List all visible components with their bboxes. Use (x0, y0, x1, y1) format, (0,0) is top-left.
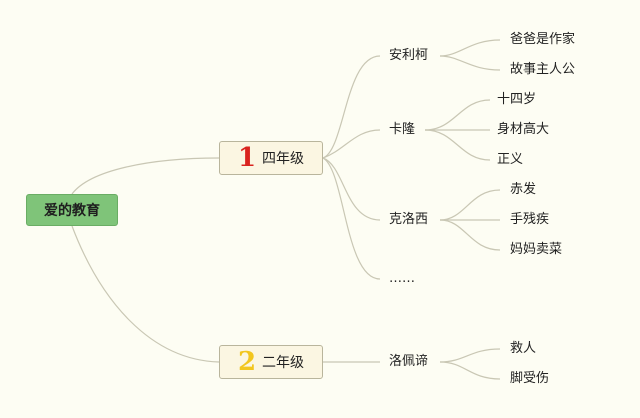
trait-node[interactable]: 正义 (497, 152, 524, 167)
connector-grade1-ch3 (322, 157, 381, 221)
connector-ch5-t2 (439, 361, 501, 380)
trait-node[interactable]: 手残疾 (510, 212, 550, 227)
root-node[interactable]: 爱的教育 (26, 194, 118, 226)
connector-ch2-t1 (424, 99, 491, 131)
trait-node[interactable]: 赤发 (510, 182, 537, 197)
trait-node[interactable]: 救人 (510, 341, 537, 356)
grade-label-1: 四年级 (262, 151, 305, 167)
connector-grade1-ch4 (322, 157, 381, 280)
grade-label-2: 二年级 (262, 355, 305, 371)
trait-node[interactable]: 身材高大 (497, 122, 550, 137)
character-node[interactable]: …… (389, 271, 415, 286)
connector-ch5-t1 (439, 348, 501, 363)
connector-root-grade-1 (71, 157, 220, 195)
connector-ch2-t3 (424, 129, 491, 161)
trait-node[interactable]: 故事主人公 (510, 62, 576, 77)
connector-root-grade-2 (71, 225, 220, 363)
connector-ch3-t1 (439, 189, 501, 221)
character-node[interactable]: 卡隆 (389, 122, 416, 137)
root-label: 爱的教育 (44, 203, 100, 219)
connector-ch1-t1 (439, 39, 501, 57)
grade-numeral-2: 2 (237, 347, 257, 377)
connector-ch3-t3 (439, 219, 501, 251)
trait-node[interactable]: 脚受伤 (510, 371, 550, 386)
character-node[interactable]: 安利柯 (389, 48, 429, 63)
character-node[interactable]: 洛佩谛 (389, 354, 429, 369)
connector-grade1-ch1 (322, 55, 381, 159)
trait-node[interactable]: 妈妈卖菜 (510, 242, 563, 257)
connector-ch1-t2 (439, 55, 501, 71)
character-node[interactable]: 克洛西 (389, 212, 429, 227)
grade-node-1[interactable]: 1 四年级 (219, 141, 323, 175)
trait-node[interactable]: 爸爸是作家 (510, 32, 576, 47)
grade-node-2[interactable]: 2 二年级 (219, 345, 323, 379)
connector-grade1-ch2 (322, 129, 381, 159)
grade-numeral-1: 1 (237, 143, 257, 173)
trait-node[interactable]: 十四岁 (497, 92, 537, 107)
